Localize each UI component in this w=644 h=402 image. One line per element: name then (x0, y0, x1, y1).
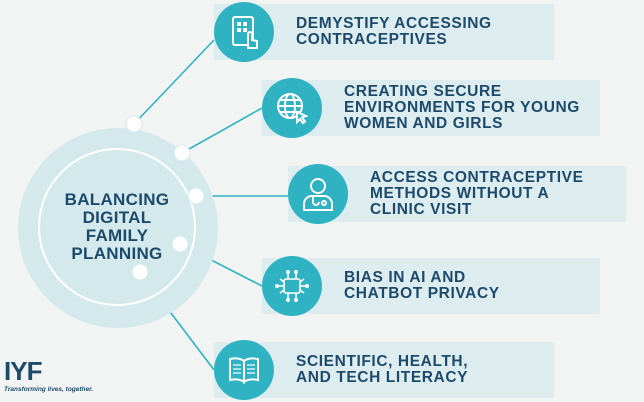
item-label-3: ACCESS CONTRACEPTIVE METHODS WITHOUT A C… (370, 169, 584, 218)
logo-mark: IYF (4, 356, 42, 386)
item-card-1: DEMYSTIFY ACCESSING CONTRACEPTIVES (214, 4, 554, 60)
connector-line-1 (133, 39, 215, 125)
item-label-5: SCIENTIFIC, HEALTH, AND TECH LITERACY (296, 353, 469, 386)
hub-title: BALANCING DIGITAL FAMILY PLANNING (64, 190, 170, 263)
logo-tagline: Transforming lives, together. (4, 386, 94, 393)
open-book-icon (214, 340, 274, 400)
ai-chip-icon (262, 256, 322, 316)
item-label-1: DEMYSTIFY ACCESSING CONTRACEPTIVES (296, 15, 492, 48)
doctor-icon (288, 164, 348, 224)
item-label-4: BIAS IN AI AND CHATBOT PRIVACY (344, 269, 500, 302)
globe-cursor-icon (262, 78, 322, 138)
hub-inner-ring: BALANCING DIGITAL FAMILY PLANNING (38, 148, 196, 306)
connector-line-2 (181, 107, 263, 154)
tablet-touch-icon (214, 2, 274, 62)
item-label-2: CREATING SECURE ENVIRONMENTS FOR YOUNG W… (344, 83, 580, 132)
iyf-logo: IYF Transforming lives, together. (4, 358, 104, 400)
